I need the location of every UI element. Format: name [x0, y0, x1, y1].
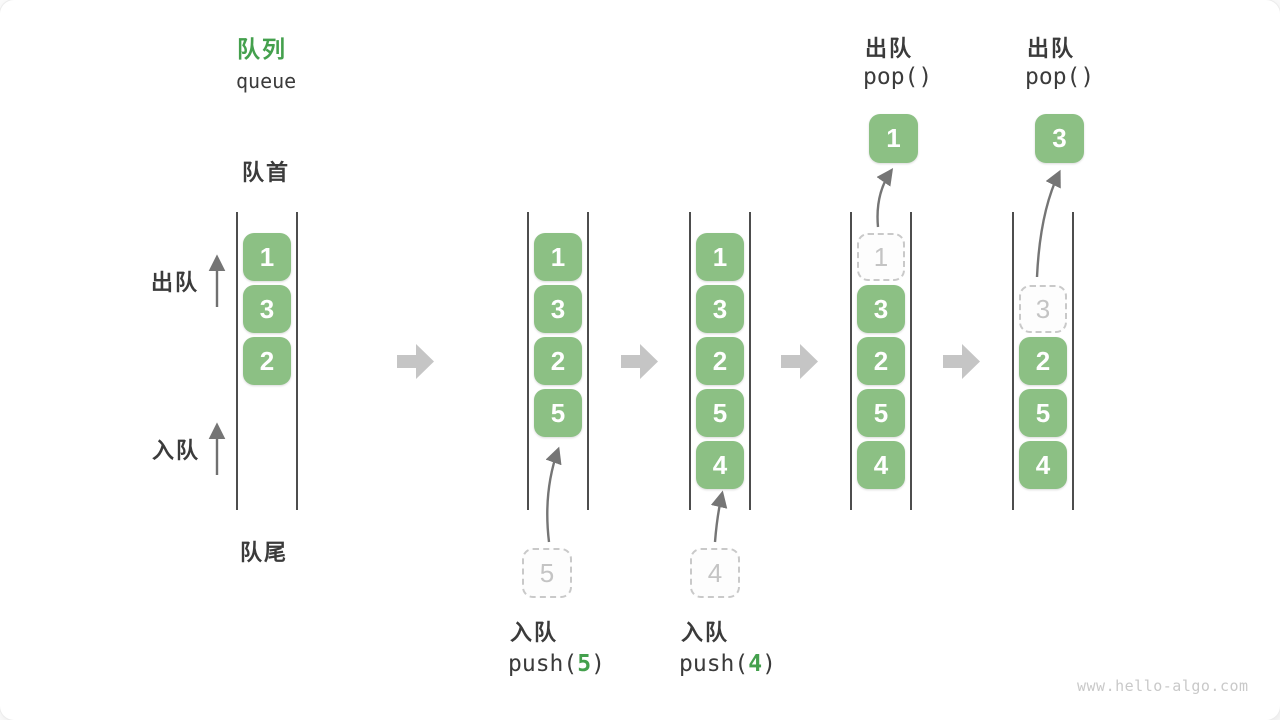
- queue-element: 5: [1019, 389, 1067, 437]
- queue-state-5: 3 2 5 4: [1012, 212, 1074, 510]
- pop-3-code: pop(): [1025, 64, 1095, 90]
- pop-3-label-zh: 出队: [1027, 36, 1076, 61]
- queue-state-4: 1 3 2 5 4: [850, 212, 912, 510]
- diagram-title-zh: 队列: [237, 36, 287, 62]
- queue-element: 5: [696, 389, 744, 437]
- block-arrow-4: [943, 344, 980, 379]
- queue-state-3: 1 3 2 5 4: [689, 212, 751, 510]
- dequeue-side-label: 出队: [151, 270, 200, 295]
- queue-element: 4: [696, 441, 744, 489]
- pop-1-code: pop(): [863, 64, 933, 90]
- queue-element: 1: [243, 233, 291, 281]
- queue-element: 1: [534, 233, 582, 281]
- code-text: ): [591, 651, 605, 677]
- queue-front-label: 队首: [242, 160, 291, 185]
- watermark: www.hello-algo.com: [1077, 677, 1249, 695]
- queue-element: 5: [857, 389, 905, 437]
- push-4-label-zh: 入队: [681, 620, 730, 645]
- queue-element: 4: [1019, 441, 1067, 489]
- queue-rear-label: 队尾: [240, 540, 289, 565]
- operation-arrows: [545, 168, 1061, 543]
- queue-element: 2: [696, 337, 744, 385]
- queue-element: 3: [696, 285, 744, 333]
- enqueue-side-label: 入队: [152, 438, 201, 463]
- pending-element-4: 4: [690, 548, 740, 598]
- removed-element-ghost: 1: [857, 233, 905, 281]
- pending-element-5: 5: [522, 548, 572, 598]
- popped-element-1: 1: [869, 114, 918, 163]
- queue-element: 2: [1019, 337, 1067, 385]
- queue-state-2: 1 3 2 5: [527, 212, 589, 510]
- queue-element: 1: [696, 233, 744, 281]
- queue-element: 2: [243, 337, 291, 385]
- queue-element: 3: [857, 285, 905, 333]
- diagram-title-en: queue: [236, 69, 297, 93]
- code-arg: 5: [577, 651, 592, 677]
- push-5-code: push(5): [508, 651, 605, 677]
- pop-1-label-zh: 出队: [865, 36, 914, 61]
- block-arrow-2: [621, 344, 658, 379]
- queue-element: 5: [534, 389, 582, 437]
- code-text: ): [762, 651, 776, 677]
- block-arrow-1: [397, 344, 434, 379]
- queue-element: 2: [857, 337, 905, 385]
- removed-element-ghost: 3: [1019, 285, 1067, 333]
- block-arrow-3: [781, 344, 818, 379]
- push-4-code: push(4): [679, 651, 776, 677]
- queue-state-1: 1 3 2: [236, 212, 298, 510]
- queue-element: 3: [534, 285, 582, 333]
- queue-element: 2: [534, 337, 582, 385]
- code-text: push(: [679, 651, 749, 677]
- push-5-label-zh: 入队: [510, 620, 559, 645]
- queue-element: 4: [857, 441, 905, 489]
- code-arg: 4: [748, 651, 763, 677]
- queue-element: 3: [243, 285, 291, 333]
- popped-element-3: 3: [1035, 114, 1084, 163]
- code-text: push(: [508, 651, 578, 677]
